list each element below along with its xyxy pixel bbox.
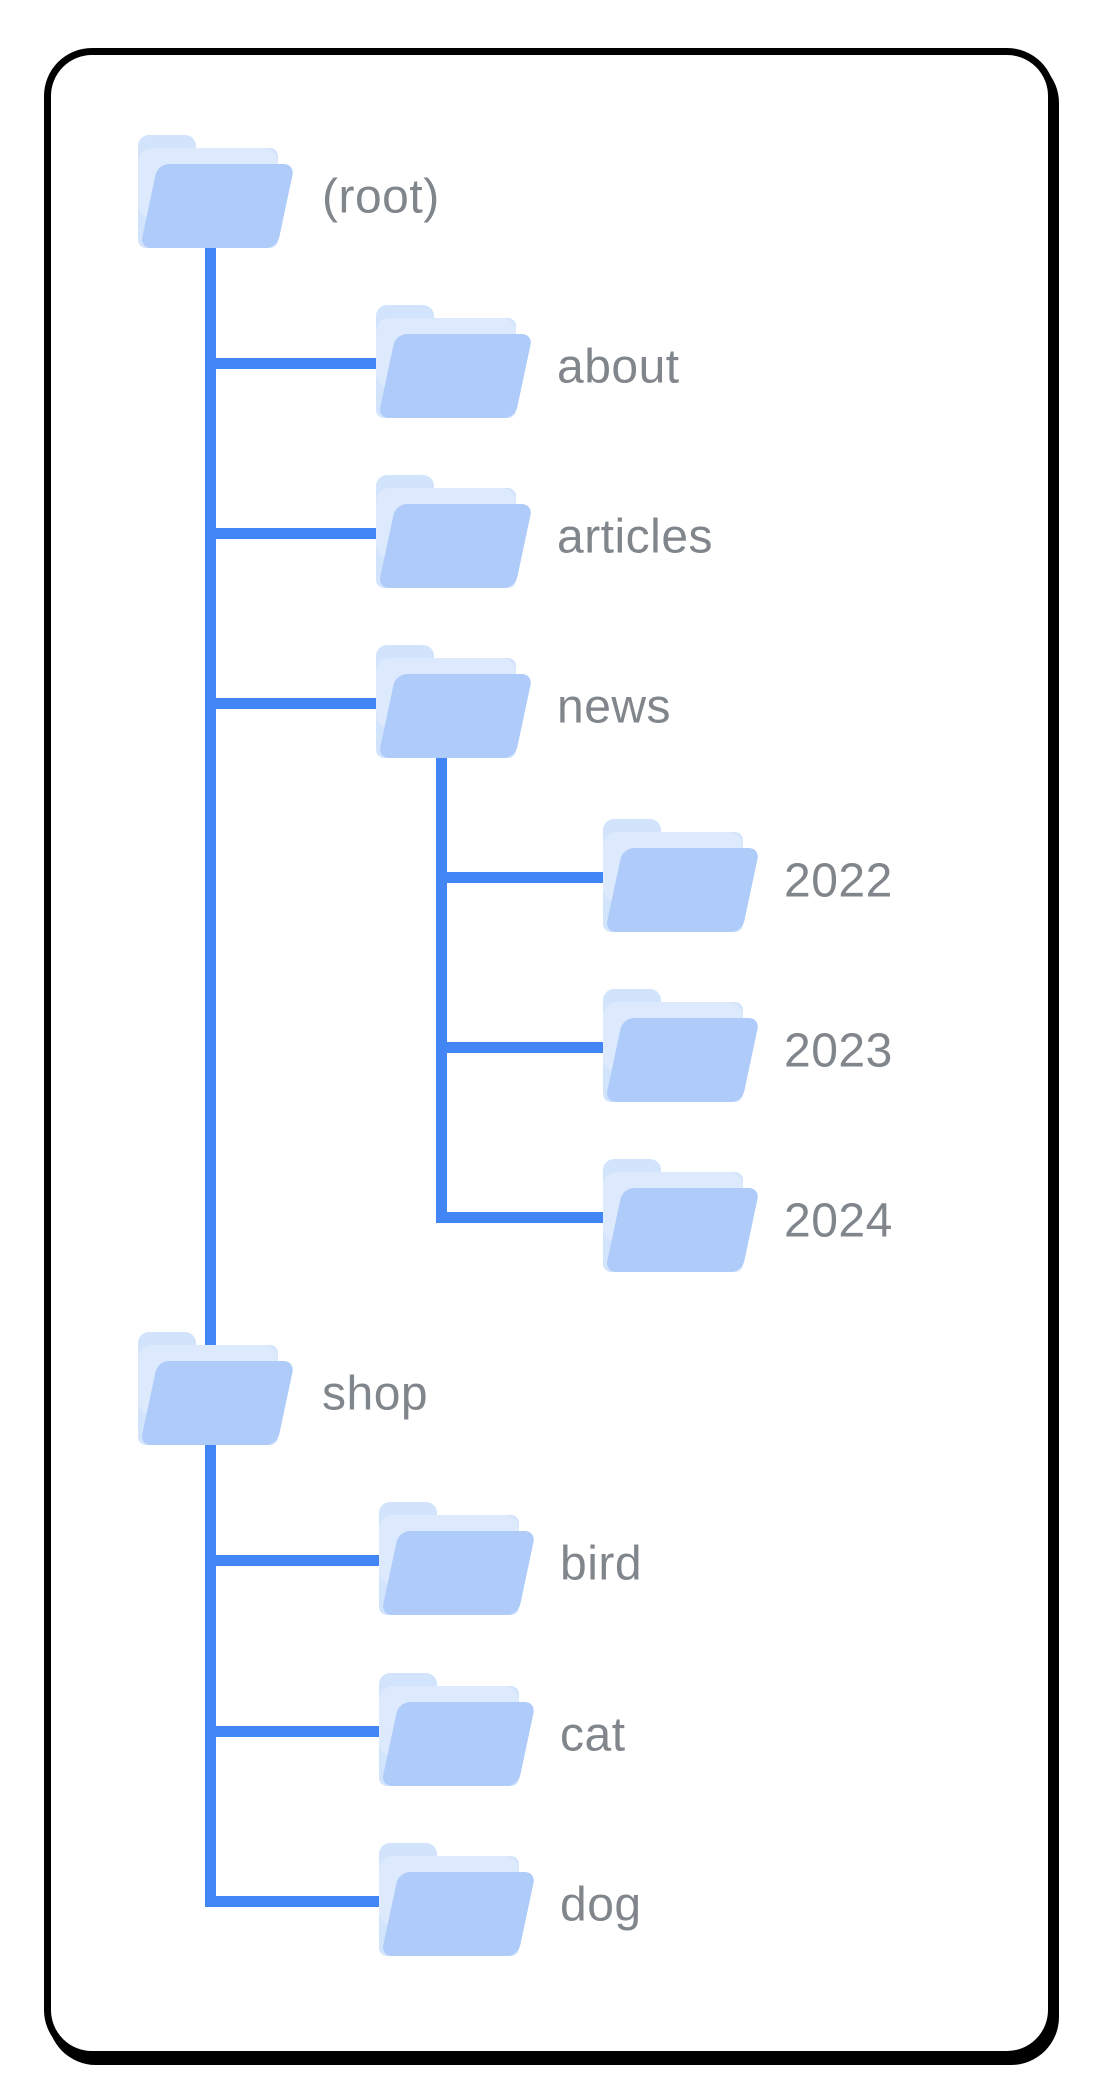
branch-line-news — [205, 697, 390, 709]
folder-icon-dog — [379, 1843, 534, 1956]
news-trunk-line — [436, 752, 447, 1223]
folder-icon-about — [376, 305, 531, 418]
node-label-2024: 2024 — [784, 1194, 893, 1248]
branch-line-2023 — [436, 1041, 617, 1053]
folder-front — [383, 1872, 534, 1956]
folder-icon-2024 — [603, 1159, 758, 1272]
branch-line-cat — [205, 1725, 393, 1737]
folder-icon-2022 — [603, 819, 758, 932]
node-label-cat: cat — [560, 1708, 626, 1762]
node-label-dog: dog — [560, 1878, 642, 1932]
root-trunk-line — [205, 245, 216, 1907]
node-label-root: (root) — [322, 170, 440, 224]
node-label-bird: bird — [560, 1537, 643, 1591]
folder-icon-cat — [379, 1673, 534, 1786]
folder-front — [380, 504, 531, 588]
folder-front — [142, 164, 293, 248]
branch-line-about — [205, 357, 390, 369]
branch-line-2022 — [436, 871, 617, 883]
branch-line-articles — [205, 527, 390, 539]
branch-line-bird — [205, 1554, 393, 1566]
node-label-news: news — [557, 680, 672, 734]
folder-front — [380, 334, 531, 418]
node-label-articles: articles — [557, 510, 714, 564]
folder-front — [383, 1531, 534, 1615]
folder-front — [607, 1188, 758, 1272]
folder-front — [607, 1018, 758, 1102]
branch-line-2024 — [436, 1211, 617, 1223]
branch-line-dog — [205, 1895, 393, 1907]
node-label-2023: 2023 — [784, 1024, 893, 1078]
folder-front — [607, 848, 758, 932]
folder-front — [142, 1361, 293, 1445]
folder-icon-2023 — [603, 989, 758, 1102]
folder-icon-shop — [138, 1332, 293, 1445]
folder-front — [380, 674, 531, 758]
folder-icon-articles — [376, 475, 531, 588]
folder-front — [383, 1702, 534, 1786]
folder-icon-news — [376, 645, 531, 758]
folder-icon-root — [138, 135, 293, 248]
node-label-shop: shop — [322, 1367, 429, 1421]
node-label-2022: 2022 — [784, 854, 893, 908]
diagram-frame — [44, 48, 1055, 2058]
folder-icon-bird — [379, 1502, 534, 1615]
node-label-about: about — [557, 340, 680, 394]
